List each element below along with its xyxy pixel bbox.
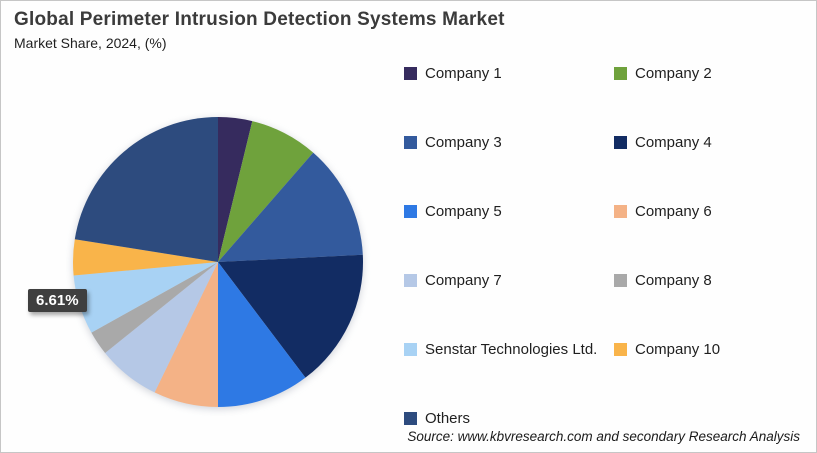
pie-slice-company-5 — [218, 262, 306, 407]
pie-slice-company-3 — [218, 152, 363, 262]
pie-slice-others — [74, 117, 218, 262]
legend-label: Company 1 — [425, 65, 502, 82]
legend-item-company-3: Company 3 — [404, 134, 614, 203]
legend-label: Company 7 — [425, 272, 502, 289]
pie-svg — [72, 117, 364, 407]
legend-item-company-5: Company 5 — [404, 203, 614, 272]
legend-swatch — [404, 343, 417, 356]
legend-item-company-2: Company 2 — [614, 65, 808, 134]
legend-item-senstar-technologies-ltd: Senstar Technologies Ltd. — [404, 341, 614, 410]
legend-label: Company 4 — [635, 134, 712, 151]
pie-slice-company-8 — [91, 262, 218, 354]
pie-slice-company-2 — [218, 121, 314, 262]
chart-subtitle: Market Share, 2024, (%) — [14, 35, 167, 51]
legend-item-company-10: Company 10 — [614, 341, 808, 410]
pie-slice-company-4 — [218, 254, 364, 378]
legend-swatch — [614, 343, 627, 356]
pie-slice-company-1 — [218, 117, 253, 262]
legend-label: Company 2 — [635, 65, 712, 82]
legend-swatch — [404, 136, 417, 149]
legend-label: Company 6 — [635, 203, 712, 220]
legend-swatch — [614, 67, 627, 80]
legend-swatch — [614, 136, 627, 149]
legend-swatch — [614, 205, 627, 218]
legend-item-company-4: Company 4 — [614, 134, 808, 203]
pie-chart — [68, 112, 368, 412]
legend-label: Senstar Technologies Ltd. — [425, 341, 598, 358]
legend-item-company-1: Company 1 — [404, 65, 614, 134]
pie-slice-senstar-technologies-ltd — [73, 262, 218, 333]
pie-slice-company-7 — [105, 262, 218, 393]
pie-slice-company-10 — [72, 239, 218, 276]
legend-swatch — [404, 412, 417, 425]
legend-swatch — [404, 67, 417, 80]
legend-item-others: Others — [404, 410, 614, 452]
legend-item-company-6: Company 6 — [614, 203, 808, 272]
legend-label: Company 10 — [635, 341, 721, 358]
legend-label: Company 3 — [425, 134, 502, 151]
legend-item-company-7: Company 7 — [404, 272, 614, 341]
source-note: Source: www.kbvresearch.com and secondar… — [407, 429, 800, 444]
legend-label: Company 8 — [635, 272, 712, 289]
pie-slice-company-6 — [154, 262, 218, 407]
legend: Company 1 Company 2 Company 3 Company 4 Comp… — [404, 65, 808, 452]
slice-value-callout: 6.61% — [28, 289, 87, 312]
legend-label: Others — [425, 410, 471, 427]
legend-swatch — [404, 274, 417, 287]
legend-swatch — [404, 205, 417, 218]
legend-label: Company 5 — [425, 203, 502, 220]
legend-item-company-8: Company 8 — [614, 272, 808, 341]
chart-title: Global Perimeter Intrusion Detection Sys… — [14, 9, 505, 30]
legend-swatch — [614, 274, 627, 287]
